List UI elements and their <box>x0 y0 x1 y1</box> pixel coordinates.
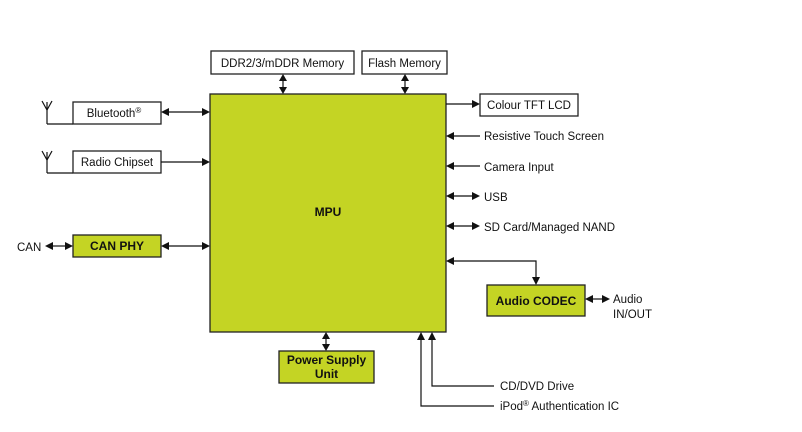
radio-connector <box>161 158 210 166</box>
bluetooth-connector <box>161 108 210 116</box>
mpu-label: MPU <box>315 205 342 219</box>
memory-label: DDR2/3/mDDR Memory <box>221 58 345 70</box>
audio-codec-block: Audio CODEC <box>486 284 586 317</box>
ipod-registered-mark: ® <box>523 399 529 408</box>
usb-label: USB <box>484 192 508 204</box>
can-label: CAN <box>17 242 41 254</box>
camera-connector <box>446 162 480 170</box>
lcd-connector <box>446 100 480 108</box>
ipod-connector <box>417 332 494 407</box>
touch-label: Resistive Touch Screen <box>484 131 604 143</box>
power-supply-label-line2: Unit <box>315 367 338 381</box>
audio-connector <box>446 257 540 285</box>
power-supply-block: Power Supply Unit <box>278 350 375 384</box>
power-connector <box>322 332 330 351</box>
ipod-label: iPod <box>500 401 523 413</box>
camera-label: Camera Input <box>484 162 554 174</box>
radio-chipset-block: Radio Chipset <box>72 150 162 174</box>
ipod-auth-label: Authentication IC <box>529 401 619 413</box>
memory-connector <box>279 74 287 94</box>
lcd-label: Colour TFT LCD <box>487 100 571 112</box>
radio-chipset-label: Radio Chipset <box>81 157 154 169</box>
bluetooth-registered-mark: ® <box>135 106 141 115</box>
cd-label: CD/DVD Drive <box>500 381 574 393</box>
touch-connector <box>446 132 480 140</box>
sdcard-label: SD Card/Managed NAND <box>484 222 615 234</box>
cd-connector <box>428 332 494 387</box>
can-phy-label: CAN PHY <box>90 239 144 253</box>
lcd-block: Colour TFT LCD <box>479 93 579 117</box>
flash-block: Flash Memory <box>361 50 448 75</box>
audio-io-connector <box>585 295 610 303</box>
bluetooth-block: Bluetooth® <box>72 101 162 125</box>
svg-text:iPod® Authentication IC: iPod® Authentication IC <box>500 399 619 413</box>
power-supply-label-line1: Power Supply <box>287 353 367 367</box>
mpu-block: MPU <box>209 93 447 333</box>
audio-codec-label: Audio CODEC <box>496 294 577 308</box>
flash-connector <box>401 74 409 94</box>
flash-label: Flash Memory <box>368 58 441 70</box>
bluetooth-label: Bluetooth <box>87 108 136 120</box>
can-phy-block: CAN PHY <box>72 234 162 258</box>
memory-block: DDR2/3/mDDR Memory <box>210 50 355 75</box>
audio-io-label-line2: IN/OUT <box>613 309 652 321</box>
antenna-icon <box>41 100 73 125</box>
sdcard-connector <box>446 222 480 230</box>
can-connector <box>45 242 73 250</box>
antenna-icon <box>41 150 73 174</box>
usb-connector <box>446 192 480 200</box>
audio-io-label-line1: Audio <box>613 294 642 306</box>
svg-text:Bluetooth®: Bluetooth® <box>87 106 142 120</box>
can-phy-connector <box>161 242 210 250</box>
